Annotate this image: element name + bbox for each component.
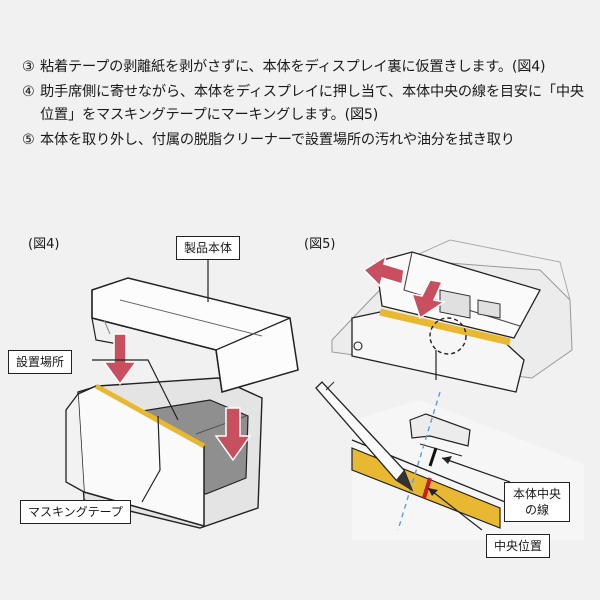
marker-pen	[315, 381, 414, 492]
step-3: ③ 粘着テープの剥離紙を剥がさずに、本体をディスプレイ裏に仮置きします。(図4)	[22, 56, 588, 79]
callout-install-location: 設置場所	[8, 350, 73, 374]
callout-center-position: 中央位置	[486, 534, 551, 558]
masking-tape-strip-fig5	[379, 308, 511, 346]
step-4-number: ④	[22, 84, 35, 100]
left-arrow-fig5	[362, 254, 405, 288]
body-center-mark	[428, 447, 438, 467]
masking-tape-strip	[94, 383, 206, 449]
down-arrow-left	[102, 333, 138, 386]
callout-center-line: 本体中央の線	[504, 482, 570, 522]
step-5: ⑤ 本体を取り外し、付属の脱脂クリーナーで設置場所の汚れや油分を拭き取り	[22, 129, 588, 152]
figure-5-label: (図5)	[304, 237, 336, 252]
center-guide-line	[397, 391, 441, 531]
step-4-text: 助手席側に寄せながら、本体をディスプレイに押し当て、本体中央の線を目安に「中央位…	[40, 84, 584, 123]
product-body	[91, 277, 299, 393]
figure-4-illustration	[65, 254, 299, 529]
callout-product-body: 製品本体	[176, 236, 241, 260]
center-position-mark	[422, 477, 432, 499]
display-front-panel	[65, 383, 206, 527]
step-3-text: 粘着テープの剥離紙を剥がさずに、本体をディスプレイ裏に仮置きします。(図4)	[40, 59, 546, 75]
step-4: ④ 助手席側に寄せながら、本体をディスプレイに押し当て、本体中央の線を目安に「中央…	[22, 81, 588, 127]
zoom-circle	[429, 317, 467, 355]
step-3-number: ③	[22, 59, 35, 75]
down-arrow-right	[214, 407, 252, 462]
display-panel-fig5	[351, 308, 525, 393]
callout-masking-tape: マスキングテープ	[20, 500, 131, 524]
figure-4-label: (図4)	[28, 237, 60, 252]
down-arrow-fig5	[410, 279, 446, 320]
product-body-fig5	[375, 251, 541, 339]
step-5-number: ⑤	[22, 132, 35, 148]
step-5-text: 本体を取り外し、付属の脱脂クリーナーで設置場所の汚れや油分を拭き取り	[40, 132, 515, 148]
